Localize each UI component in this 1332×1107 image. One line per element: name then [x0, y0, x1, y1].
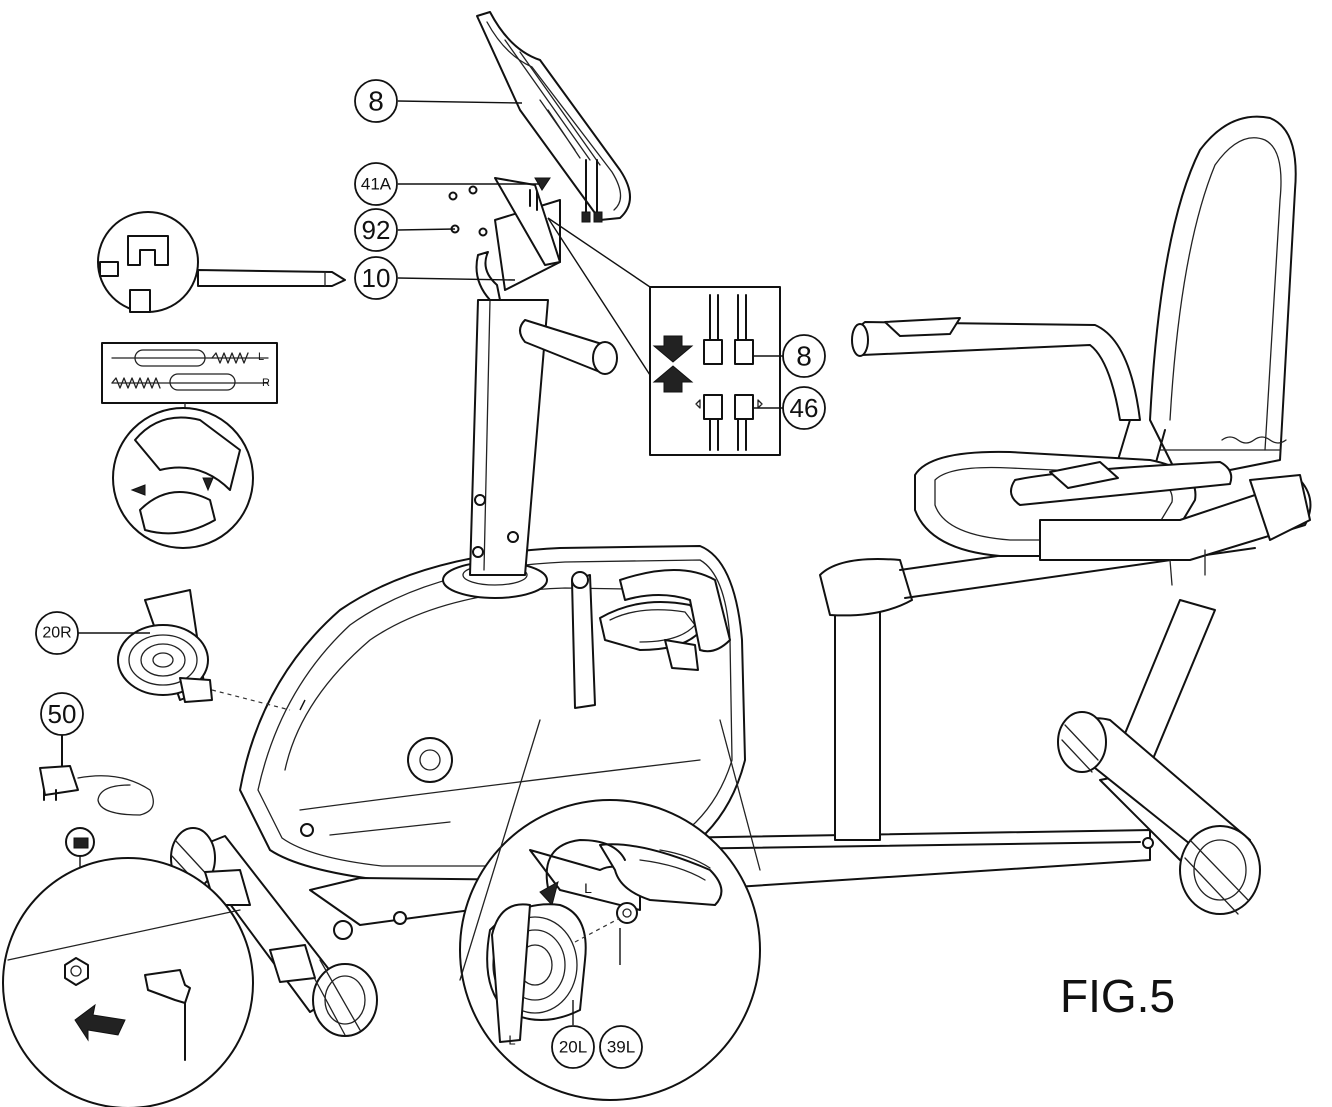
callout-label: 10 [362, 263, 391, 293]
callout-right-pedal: 20R [35, 611, 79, 655]
seat-assembly [851, 115, 1312, 586]
callout-label: 20R [42, 625, 71, 642]
crank-side-mark: L [584, 880, 592, 896]
callout-adapter: 50 [40, 692, 84, 736]
installed-crank [571, 569, 731, 709]
callout-label: 20L [559, 1038, 587, 1057]
callout-console-screws: 92 [354, 208, 398, 252]
callout-connector-upper: 8 [782, 334, 826, 378]
connector-detail [547, 217, 781, 456]
wrench-tool [97, 211, 346, 313]
callout-bracket-screw: 41A [354, 162, 398, 206]
callout-console: 8 [354, 79, 398, 123]
callout-label: 39L [607, 1038, 635, 1057]
main-frame [539, 519, 1261, 915]
console [476, 11, 631, 223]
front-stabilizer [170, 827, 378, 1037]
strap-left-mark: L [258, 351, 264, 363]
callout-label: 8 [368, 86, 384, 117]
callout-connector-lower: 46 [782, 386, 826, 430]
callout-left-pedal: 20L [551, 1025, 595, 1069]
adapter-detail [2, 857, 254, 1107]
figure-title: FIG.5 [1060, 970, 1175, 1022]
callout-label: 92 [362, 215, 391, 245]
callout-handlebar-post: 10 [354, 256, 398, 300]
callout-label: 41A [361, 175, 392, 194]
callout-label: 50 [48, 699, 77, 729]
pedal-side-mark: L [508, 1033, 515, 1048]
callout-pedal-axle: 39L [599, 1025, 643, 1069]
handlebar-post [442, 177, 618, 599]
strap-right-mark: R [262, 377, 270, 389]
power-adapter [39, 734, 154, 880]
leader-lines [78, 100, 787, 711]
strap-detail [101, 342, 278, 549]
callout-label: 8 [796, 341, 812, 372]
crank-detail [459, 719, 761, 1101]
callout-label: 46 [790, 393, 819, 423]
right-pedal [117, 589, 291, 711]
